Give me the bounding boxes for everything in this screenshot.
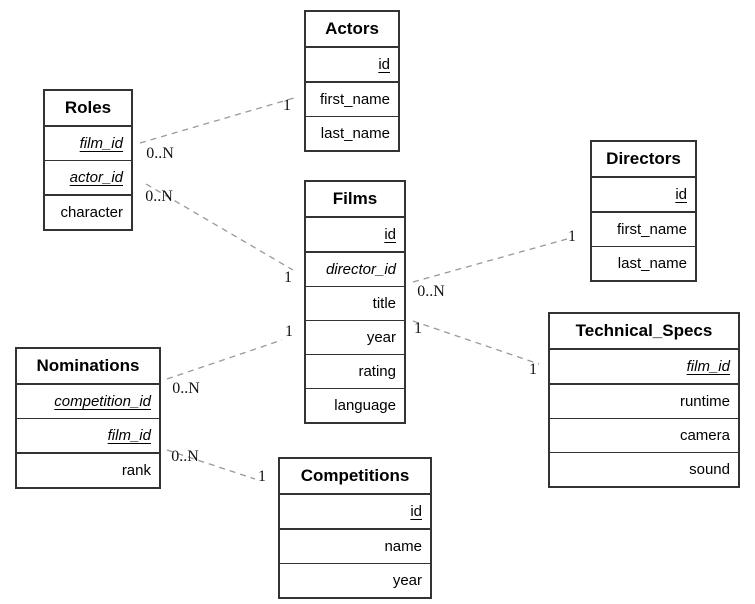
field-row-runtime: runtime bbox=[550, 383, 738, 418]
field-row-rating: rating bbox=[306, 354, 404, 388]
field-row-first_name: first_name bbox=[592, 211, 695, 246]
field-row-year: year bbox=[306, 320, 404, 354]
cardinality-label: 1 bbox=[285, 323, 293, 340]
cardinality-label: 1 bbox=[568, 228, 576, 245]
field-name: character bbox=[60, 204, 123, 221]
entity-title: Technical_Specs bbox=[550, 314, 738, 350]
field-name: id bbox=[384, 226, 396, 243]
entity-table-roles: Roles film_id actor_id character bbox=[43, 89, 133, 231]
field-name: rank bbox=[121, 462, 151, 479]
field-row-name: name bbox=[280, 528, 430, 563]
cardinality-label: 1 bbox=[414, 320, 422, 337]
entity-title: Directors bbox=[592, 142, 695, 178]
entity-table-actors: Actors id first_name last_name bbox=[304, 10, 400, 152]
field-name: sound bbox=[689, 461, 730, 478]
field-name: actor_id bbox=[69, 169, 123, 186]
entity-title: Actors bbox=[306, 12, 398, 48]
field-row-camera: camera bbox=[550, 418, 738, 452]
field-name: film_id bbox=[79, 135, 123, 152]
field-name: id bbox=[675, 186, 687, 203]
field-row-competition_id: competition_id bbox=[17, 385, 159, 418]
field-row-year: year bbox=[280, 563, 430, 597]
field-row-rank: rank bbox=[17, 452, 159, 487]
field-name: runtime bbox=[679, 393, 730, 410]
field-name: name bbox=[384, 538, 422, 555]
entity-title: Films bbox=[306, 182, 404, 218]
field-row-id: id bbox=[280, 495, 430, 528]
field-row-film_id: film_id bbox=[17, 418, 159, 452]
field-name: film_id bbox=[107, 427, 151, 444]
field-name: director_id bbox=[325, 261, 396, 278]
field-name: rating bbox=[358, 363, 396, 380]
field-row-film_id: film_id bbox=[550, 350, 738, 383]
field-name: language bbox=[334, 397, 396, 414]
cardinality-label: 0..N bbox=[146, 145, 174, 162]
field-name: last_name bbox=[320, 125, 390, 142]
field-row-language: language bbox=[306, 388, 404, 422]
entity-table-competitions: Competitions id name year bbox=[278, 457, 432, 599]
entity-title: Nominations bbox=[17, 349, 159, 385]
field-name: last_name bbox=[617, 255, 687, 272]
field-row-first_name: first_name bbox=[306, 81, 398, 116]
cardinality-label: 1 bbox=[284, 269, 292, 286]
field-row-last_name: last_name bbox=[306, 116, 398, 150]
field-name: camera bbox=[679, 427, 730, 444]
field-name: title bbox=[372, 295, 396, 312]
cardinality-label: 1 bbox=[529, 361, 537, 378]
field-name: film_id bbox=[686, 358, 730, 375]
entity-table-directors: Directors id first_name last_name bbox=[590, 140, 697, 282]
field-name: id bbox=[410, 503, 422, 520]
cardinality-label: 0..N bbox=[172, 380, 200, 397]
field-row-film_id: film_id bbox=[45, 127, 131, 160]
cardinality-label: 1 bbox=[258, 468, 266, 485]
relationship-edge-films-technical_specs bbox=[412, 320, 540, 365]
cardinality-label: 1 bbox=[283, 97, 291, 114]
cardinality-label: 0..N bbox=[171, 448, 199, 465]
field-name: year bbox=[392, 572, 422, 589]
field-row-character: character bbox=[45, 194, 131, 229]
field-row-actor_id: actor_id bbox=[45, 160, 131, 194]
field-row-director_id: director_id bbox=[306, 251, 404, 286]
field-name: id bbox=[378, 56, 390, 73]
cardinality-label: 0..N bbox=[417, 283, 445, 300]
relationship-edge-nominations-competitions bbox=[166, 449, 256, 480]
field-row-title: title bbox=[306, 286, 404, 320]
field-name: year bbox=[366, 329, 396, 346]
field-name: first_name bbox=[319, 91, 390, 108]
field-name: first_name bbox=[616, 221, 687, 238]
field-row-id: id bbox=[306, 48, 398, 81]
field-row-sound: sound bbox=[550, 452, 738, 486]
relationship-edge-nominations-films bbox=[166, 339, 283, 380]
cardinality-label: 0..N bbox=[145, 188, 173, 205]
field-row-id: id bbox=[592, 178, 695, 211]
field-name: competition_id bbox=[54, 393, 151, 410]
relationship-edge-films-directors bbox=[412, 238, 568, 283]
relationship-edge-roles-actors bbox=[139, 97, 295, 144]
field-row-last_name: last_name bbox=[592, 246, 695, 280]
entity-title: Competitions bbox=[280, 459, 430, 495]
entity-title: Roles bbox=[45, 91, 131, 127]
field-row-id: id bbox=[306, 218, 404, 251]
